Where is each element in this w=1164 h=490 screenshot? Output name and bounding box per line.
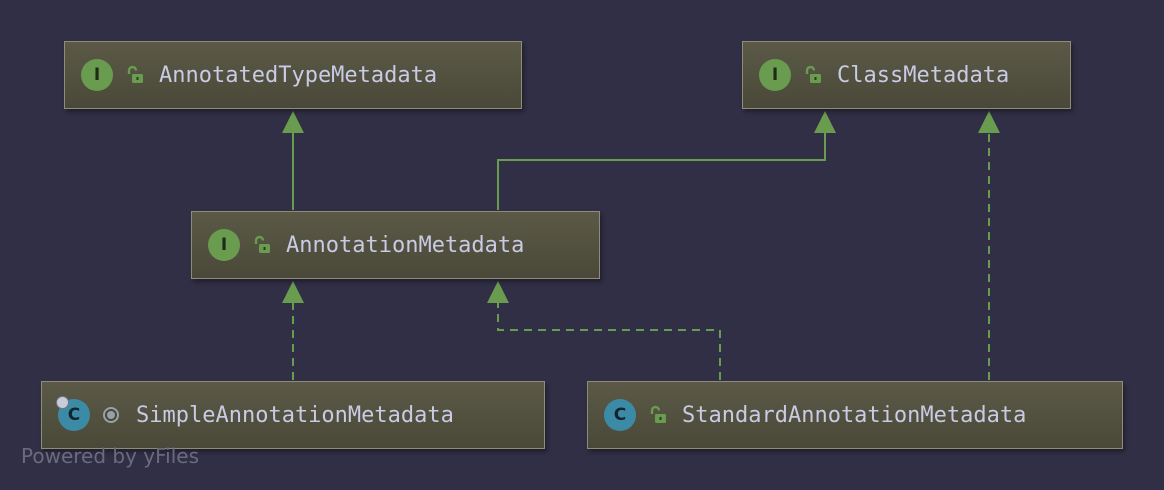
arrowhead-class-metadata-right xyxy=(978,111,1000,133)
node-annotated-type-metadata[interactable]: I AnnotatedTypeMetadata xyxy=(64,41,522,109)
final-marker-icon xyxy=(56,396,69,409)
arrowhead-annotation-right xyxy=(487,281,509,303)
arrowhead-annotation-left xyxy=(282,281,304,303)
edge-standard-to-annotation xyxy=(497,302,721,380)
interface-icon: I xyxy=(759,59,791,91)
class-icon: C xyxy=(604,399,636,431)
node-label: AnnotationMetadata xyxy=(286,232,525,258)
edge-annotation-to-class-metadata xyxy=(497,132,826,210)
public-lock-icon xyxy=(801,64,823,86)
interface-icon: I xyxy=(208,229,240,261)
public-lock-icon xyxy=(646,404,668,426)
node-annotation-metadata[interactable]: I AnnotationMetadata xyxy=(191,211,600,279)
arrowhead-class-metadata-left xyxy=(814,111,836,133)
node-simple-annotation-metadata[interactable]: C SimpleAnnotationMetadata xyxy=(41,381,545,449)
package-private-dot-icon xyxy=(100,404,122,426)
class-icon: C xyxy=(56,396,90,431)
node-label: ClassMetadata xyxy=(837,62,1010,88)
public-lock-icon xyxy=(123,64,145,86)
node-label: SimpleAnnotationMetadata xyxy=(136,402,454,428)
node-label: StandardAnnotationMetadata xyxy=(682,402,1027,428)
interface-icon: I xyxy=(81,59,113,91)
node-label: AnnotatedTypeMetadata xyxy=(159,62,438,88)
powered-by-label: Powered by yFiles xyxy=(21,444,199,468)
node-standard-annotation-metadata[interactable]: C StandardAnnotationMetadata xyxy=(587,381,1123,449)
arrowhead-annotated-type xyxy=(282,111,304,133)
node-class-metadata[interactable]: I ClassMetadata xyxy=(742,41,1071,109)
public-lock-icon xyxy=(250,234,272,256)
